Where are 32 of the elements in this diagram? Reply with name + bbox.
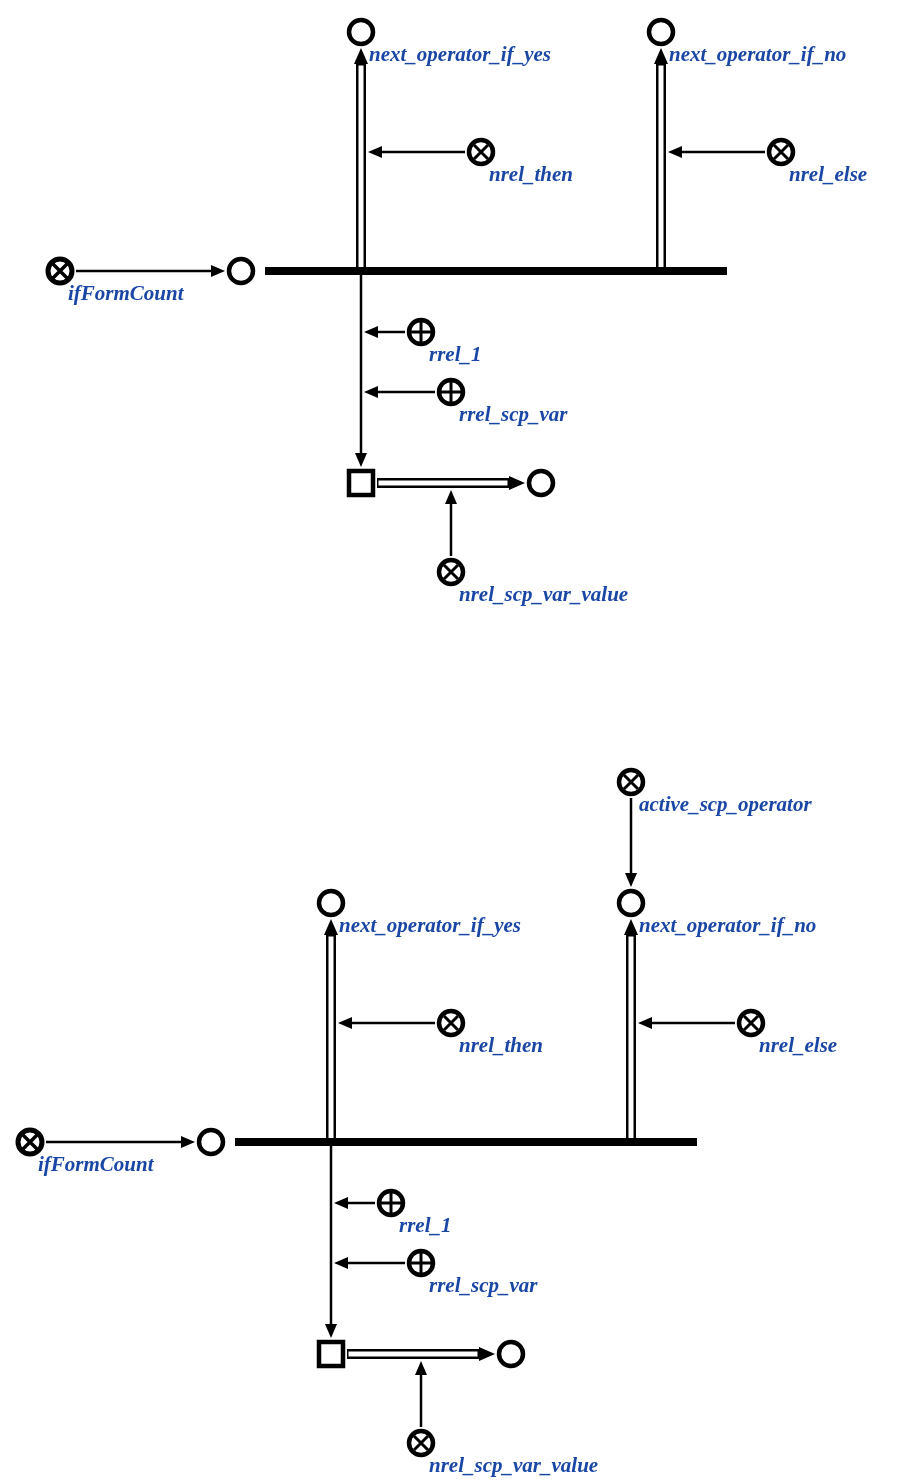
node-label: ifFormCount [68,283,184,304]
node-label: nrel_scp_var_value [459,584,629,605]
node-label: nrel_else [759,1035,838,1056]
arrow [46,1136,195,1148]
node-label: ifFormCount [38,1154,154,1175]
arrow [334,1197,375,1209]
arrow [415,1361,427,1427]
arrow [625,798,637,887]
node-label: nrel_then [459,1035,544,1056]
node-label: nrel_else [789,164,868,185]
node-label: nrel_then [489,164,574,185]
arrow [364,386,435,398]
arrow [638,1017,735,1029]
node-label: rrel_1 [399,1215,452,1236]
arrow [445,490,457,556]
node-label: rrel_scp_var [429,1275,538,1296]
node-label: next_operator_if_no [669,44,847,65]
double-line-arrow [347,1347,495,1361]
arrow [334,1257,405,1269]
node-label: next_operator_if_yes [339,915,521,936]
node-label: active_scp_operator [639,794,812,815]
node-label: next_operator_if_no [639,915,817,936]
node-label: next_operator_if_yes [369,44,551,65]
arrow [368,146,465,158]
arrow [668,146,765,158]
node-label: rrel_1 [429,344,482,365]
arrow [364,326,405,338]
node-label: rrel_scp_var [459,404,568,425]
arrow [76,265,225,277]
double-line-arrow [377,476,525,490]
node-label: nrel_scp_var_value [429,1455,599,1476]
arrow [338,1017,435,1029]
